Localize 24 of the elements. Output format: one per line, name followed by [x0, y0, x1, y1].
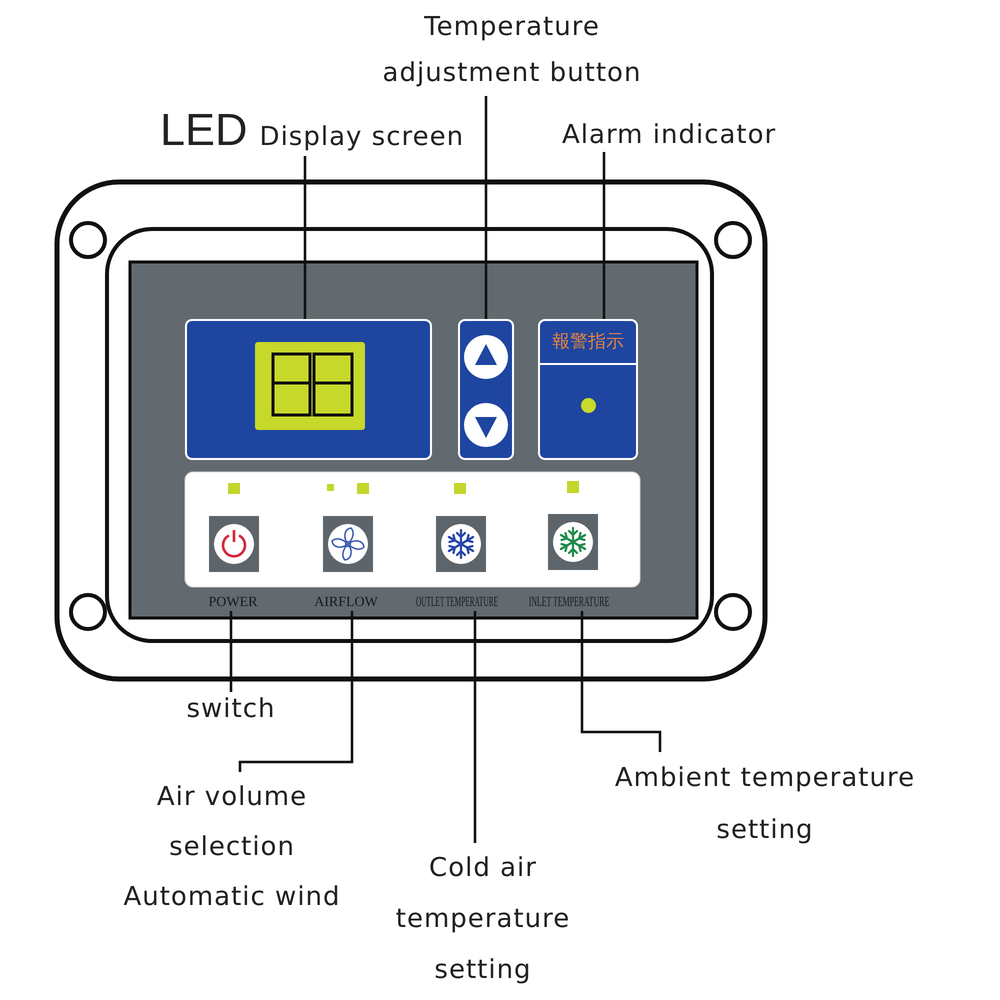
panel-label: OUTLET TEMPERATURE	[416, 595, 498, 611]
panel-label: INLET TEMPERATURE	[528, 595, 610, 611]
leader-line	[230, 611, 232, 692]
callout-label: Automatic wind	[122, 881, 342, 914]
callout-label: LED	[160, 104, 248, 156]
panel-label: POWER	[208, 595, 258, 611]
leader-line	[484, 96, 488, 319]
callout-label: Temperature adjustment button	[362, 4, 662, 96]
callout-label: Display screen	[260, 121, 464, 154]
callout-label: Ambient temperature setting	[595, 752, 935, 856]
callout-label: switch	[161, 692, 301, 726]
callout-label: Air volume selection	[156, 781, 308, 864]
leader-line	[238, 611, 354, 772]
leader-line	[304, 156, 306, 319]
panel-label: AIRFLOW	[314, 595, 378, 611]
display-screen	[185, 319, 432, 460]
alarm-indicator-panel	[538, 319, 638, 460]
callout-label: Alarm indicator	[562, 118, 776, 152]
callout-label: Cold air temperature setting	[378, 843, 588, 996]
leader-line	[474, 611, 476, 843]
leader-line	[580, 611, 662, 752]
arrow-button-panel	[458, 319, 514, 460]
leader-line	[602, 152, 606, 319]
panel-heading: 報警指示	[540, 321, 636, 365]
